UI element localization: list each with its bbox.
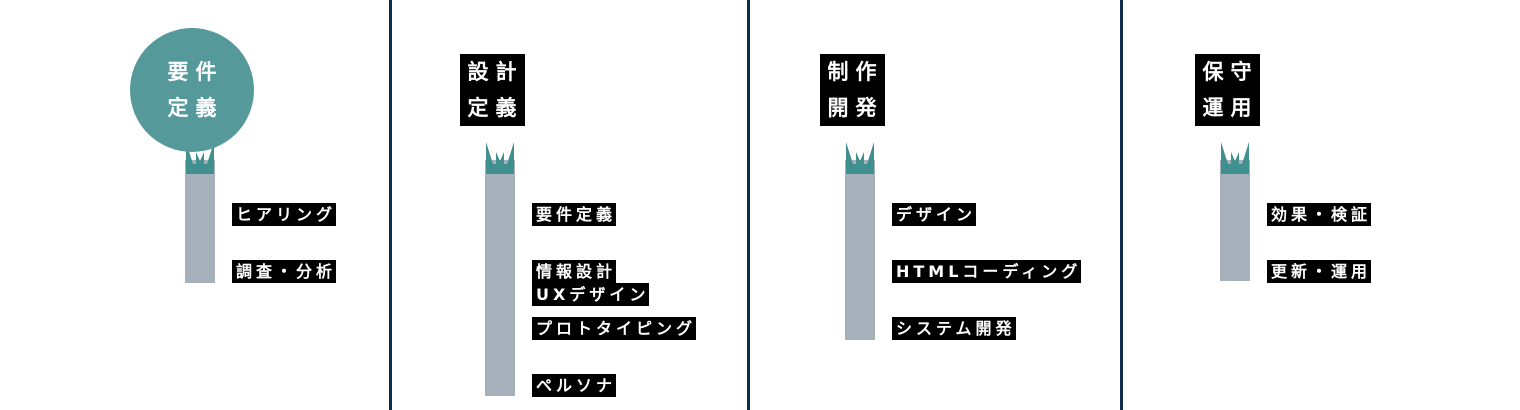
phase-step-label[interactable]: 更新・運用 <box>1267 260 1372 283</box>
phase-heading-line: 設計 <box>459 54 525 90</box>
phase-step-label[interactable]: HTMLコーディング <box>892 260 1082 283</box>
phase-step-label-line: デザイン <box>892 203 977 226</box>
phase-bar-production-development <box>845 160 875 340</box>
phase-step-label-line: 更新・運用 <box>1267 260 1372 283</box>
phase-step-label[interactable]: デザイン <box>892 203 977 226</box>
phase-step-label-line: ペルソナ <box>532 374 617 397</box>
phase-heading-line: 制作 <box>819 54 885 90</box>
phase-divider-2 <box>747 0 750 410</box>
phase-step-label-line: HTMLコーディング <box>892 260 1082 283</box>
phase-step-label[interactable]: プロトタイピング <box>532 317 697 340</box>
phase-step-label[interactable]: 効果・検証 <box>1267 203 1372 226</box>
phase-divider-3 <box>1120 0 1123 410</box>
phase-marker-icon-maintenance-operation <box>1220 142 1250 174</box>
phase-step-label[interactable]: 要件定義 <box>532 203 617 226</box>
phase-heading-line: 要件 <box>167 60 224 84</box>
phase-step-label-line: 調査・分析 <box>232 260 337 283</box>
phase-heading-line: 保守 <box>1194 54 1260 90</box>
phase-step-label-line: 効果・検証 <box>1267 203 1372 226</box>
phase-step-label[interactable]: ヒアリング <box>232 203 337 226</box>
phase-step-label-line: 情報設計 <box>532 260 617 283</box>
phase-step-label-line: UXデザイン <box>532 283 650 306</box>
phase-heading-maintenance-operation: 保守運用 <box>1165 28 1289 152</box>
phase-step-label-line: プロトタイピング <box>532 317 697 340</box>
phase-step-label[interactable]: ペルソナ <box>532 374 617 397</box>
phase-marker-icon-design-planning <box>485 142 515 174</box>
phase-heading-line: 運用 <box>1194 90 1260 126</box>
phase-heading-line: 定義 <box>167 96 224 120</box>
phase-bar-requirements <box>185 160 215 283</box>
phase-heading-line: 定義 <box>459 90 525 126</box>
phase-step-label-line: システム開発 <box>892 317 1016 340</box>
phase-heading-design-planning: 設計定義 <box>430 28 554 152</box>
phase-step-label[interactable]: システム開発 <box>892 317 1016 340</box>
phase-marker-icon-production-development <box>845 142 875 174</box>
phase-step-label-line: 要件定義 <box>532 203 617 226</box>
phase-heading-requirements: 要件定義 <box>130 28 254 152</box>
phase-heading-line: 開発 <box>819 90 885 126</box>
phase-step-label-line: ヒアリング <box>232 203 337 226</box>
phase-step-label[interactable]: 調査・分析 <box>232 260 337 283</box>
phase-divider-1 <box>389 0 392 410</box>
phase-marker-icon-requirements <box>185 142 215 174</box>
phase-bar-maintenance-operation <box>1220 160 1250 281</box>
phase-heading-production-development: 制作開発 <box>790 28 914 152</box>
phase-bar-design-planning <box>485 160 515 396</box>
